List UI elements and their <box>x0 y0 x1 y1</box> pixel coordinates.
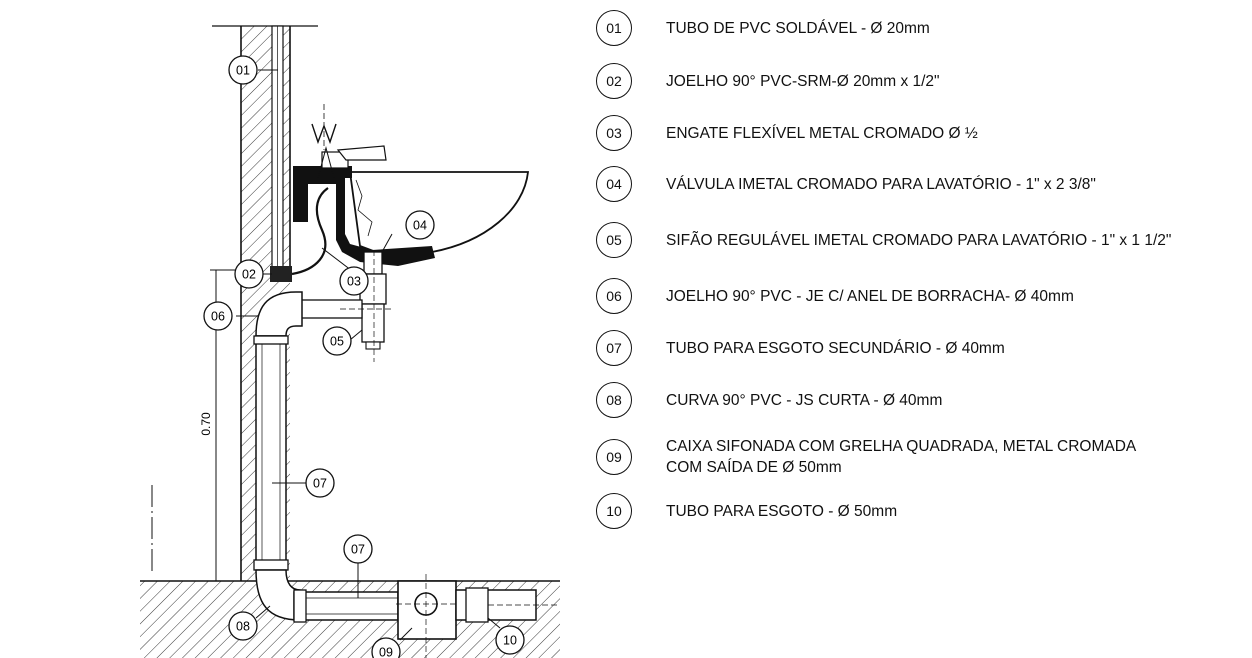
valve-and-siphon <box>359 250 387 362</box>
wash-basin <box>293 166 530 266</box>
svg-text:07: 07 <box>351 543 365 557</box>
floor-pipe-07 <box>293 589 399 623</box>
legend-number: 03 <box>596 115 632 151</box>
legend-description: JOELHO 90° PVC-SRM-Ø 20mm x 1/2" <box>666 72 940 90</box>
legend: 01 TUBO DE PVC SOLDÁVEL - Ø 20mm 02 JOEL… <box>596 0 1252 658</box>
drain-pipe-07 <box>253 335 289 571</box>
svg-text:07: 07 <box>313 477 327 491</box>
legend-item-04: 04 VÁLVULA IMETAL CROMADO PARA LAVATÓRIO… <box>596 166 1096 202</box>
legend-description: TUBO PARA ESGOTO - Ø 50mm <box>666 502 898 520</box>
elbow-06 <box>255 291 303 337</box>
callout-10: 10 <box>495 625 525 655</box>
svg-text:02: 02 <box>242 268 256 282</box>
legend-number: 07 <box>596 330 632 366</box>
legend-item-06: 06 JOELHO 90° PVC - JE C/ ANEL DE BORRAC… <box>596 278 1074 314</box>
svg-text:01: 01 <box>236 64 250 78</box>
plumbing-section-drawing: 0.70 01 02 03 04 05 06 07 07 08 09 10 <box>140 25 560 658</box>
legend-item-05: 05 SIFÃO REGULÁVEL IMETAL CROMADO PARA L… <box>596 222 1171 258</box>
legend-item-07: 07 TUBO PARA ESGOTO SECUNDÁRIO - Ø 40mm <box>596 330 1005 366</box>
legend-description: CURVA 90° PVC - JS CURTA - Ø 40mm <box>666 391 943 409</box>
callout-05: 05 <box>322 326 352 356</box>
svg-text:05: 05 <box>330 335 344 349</box>
callout-06: 06 <box>203 301 233 331</box>
callout-03: 03 <box>339 266 369 296</box>
svg-text:08: 08 <box>236 620 250 634</box>
legend-description: JOELHO 90° PVC - JE C/ ANEL DE BORRACHA-… <box>666 287 1074 305</box>
legend-item-03: 03 ENGATE FLEXÍVEL METAL CROMADO Ø ½ <box>596 115 978 151</box>
svg-text:06: 06 <box>211 310 225 324</box>
legend-description: VÁLVULA IMETAL CROMADO PARA LAVATÓRIO - … <box>666 175 1096 193</box>
callout-04: 04 <box>405 210 435 240</box>
callout-02: 02 <box>234 259 264 289</box>
callout-08: 08 <box>228 611 258 641</box>
legend-description: ENGATE FLEXÍVEL METAL CROMADO Ø ½ <box>666 124 978 142</box>
svg-text:09: 09 <box>379 646 393 658</box>
elbow-02 <box>270 266 292 282</box>
legend-number: 05 <box>596 222 632 258</box>
callout-07b: 07 <box>343 534 373 564</box>
legend-number: 01 <box>596 10 632 46</box>
outlet-pipe-10 <box>455 587 560 623</box>
legend-item-10: 10 TUBO PARA ESGOTO - Ø 50mm <box>596 493 897 529</box>
legend-number: 02 <box>596 63 632 99</box>
legend-description: TUBO PARA ESGOTO SECUNDÁRIO - Ø 40mm <box>666 339 1005 357</box>
callouts: 01 02 03 04 05 06 07 07 08 09 10 <box>203 55 525 658</box>
legend-description: SIFÃO REGULÁVEL IMETAL CROMADO PARA LAVA… <box>666 231 1172 249</box>
callout-09: 09 <box>371 637 401 658</box>
dimension-label: 0.70 <box>199 412 213 436</box>
legend-item-02: 02 JOELHO 90° PVC-SRM-Ø 20mm x 1/2" <box>596 63 940 99</box>
legend-number: 08 <box>596 382 632 418</box>
legend-number: 09 <box>596 439 632 475</box>
legend-description: CAIXA SIFONADA COM GRELHA QUADRADA, META… <box>666 438 1137 476</box>
supply-pipe-01 <box>271 25 284 272</box>
legend-number: 10 <box>596 493 632 529</box>
callout-07a: 07 <box>305 468 335 498</box>
legend-item-08: 08 CURVA 90° PVC - JS CURTA - Ø 40mm <box>596 382 942 418</box>
legend-description: TUBO DE PVC SOLDÁVEL - Ø 20mm <box>666 19 930 37</box>
svg-text:03: 03 <box>347 275 361 289</box>
faucet <box>311 104 387 179</box>
legend-number: 04 <box>596 166 632 202</box>
legend-item-01: 01 TUBO DE PVC SOLDÁVEL - Ø 20mm <box>596 10 930 46</box>
svg-text:10: 10 <box>503 634 517 648</box>
callout-01: 01 <box>228 55 258 85</box>
legend-item-09: 09 CAIXA SIFONADA COM GRELHA QUADRADA, M… <box>596 436 1136 478</box>
legend-number: 06 <box>596 278 632 314</box>
svg-text:04: 04 <box>413 219 427 233</box>
flex-hose-03 <box>291 187 329 276</box>
